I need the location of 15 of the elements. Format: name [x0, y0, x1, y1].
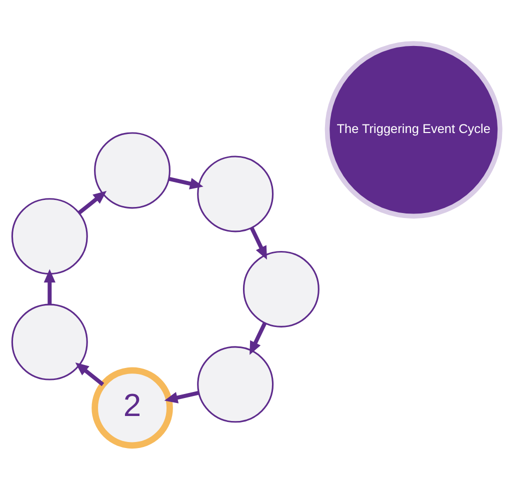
node-circle [196, 346, 274, 423]
arrow [164, 390, 199, 404]
node-circle: 2 [91, 367, 172, 449]
node-circle [10, 198, 88, 275]
arrow [77, 190, 106, 214]
arrow [249, 226, 266, 260]
node-circle [94, 132, 170, 209]
arrow [74, 362, 104, 386]
node-circle: The Triggering Event Cycle [324, 41, 502, 219]
arrow [168, 176, 203, 190]
arrow [249, 322, 266, 355]
node-circle [196, 156, 274, 232]
node-circle [242, 250, 319, 328]
node-circle [10, 304, 88, 380]
arrow [43, 269, 55, 304]
